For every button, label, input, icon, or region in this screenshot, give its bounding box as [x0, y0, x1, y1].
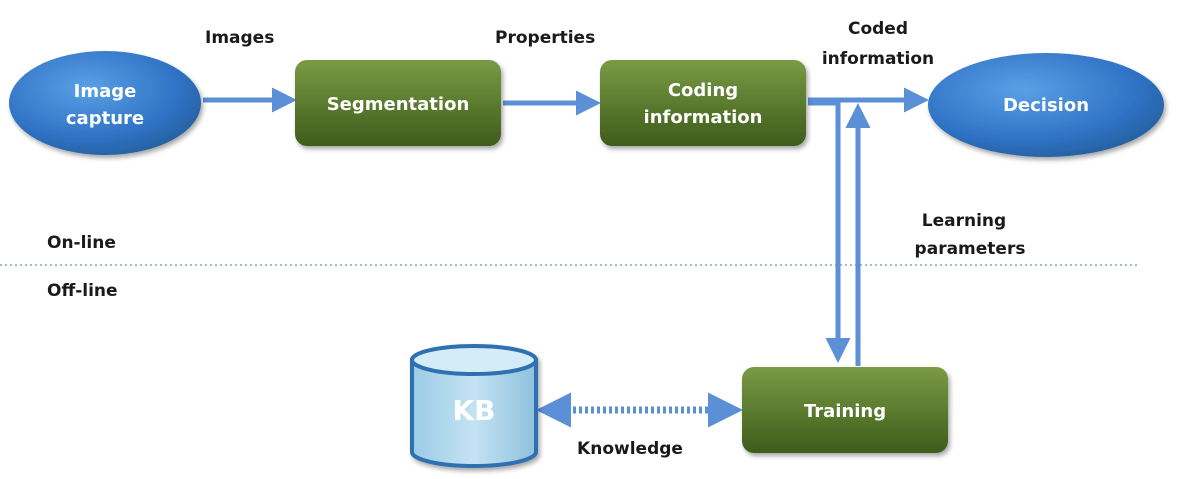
arrow-coded-to-training — [808, 100, 851, 363]
online-label: On-line — [47, 233, 116, 253]
decision-label: Decision — [1003, 95, 1089, 116]
coded-information-label-line1: Coded — [848, 19, 908, 39]
training-node — [742, 367, 948, 453]
decision-node — [928, 53, 1164, 157]
kb-cylinder-node — [410, 344, 538, 468]
coding-information-node — [600, 60, 806, 146]
learning-parameters-label-line1: Learning — [922, 211, 1006, 231]
segmentation-label: Segmentation — [327, 94, 470, 115]
properties-edge-label: Properties — [495, 28, 595, 48]
learning-parameters-label-line2: parameters — [915, 239, 1026, 259]
segmentation-node — [295, 60, 501, 146]
coded-information-label-line2: information — [822, 49, 934, 69]
coding-information-label-line1: Coding — [668, 80, 738, 101]
images-edge-label: Images — [205, 28, 274, 48]
training-label: Training — [804, 401, 886, 422]
offline-label: Off-line — [47, 281, 118, 301]
image-capture-label-line1: Image — [74, 81, 137, 102]
knowledge-edge-label: Knowledge — [577, 439, 683, 459]
image-capture-label-line2: capture — [66, 108, 144, 129]
kb-label: KB — [452, 394, 495, 427]
coding-information-label-line2: information — [644, 107, 763, 128]
image-capture-node — [9, 51, 201, 155]
